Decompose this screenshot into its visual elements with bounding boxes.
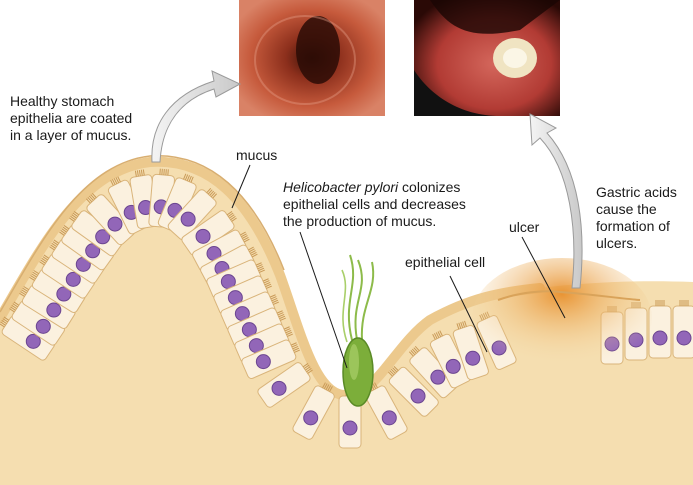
ulcer-label: ulcer — [509, 219, 540, 235]
microvilli — [262, 278, 272, 289]
microvilli — [0, 316, 10, 328]
microvilli — [432, 330, 443, 340]
epithelial-cell-layer — [0, 168, 693, 449]
microvilli — [69, 211, 80, 222]
pylori-description: colonizes epithelial cells and decreases… — [283, 179, 466, 229]
microvilli — [206, 188, 218, 199]
helicobacter-pylori-label: Helicobacter pylori colonizes epithelial… — [283, 179, 466, 230]
cell-nucleus — [271, 380, 287, 396]
cell-nucleus — [381, 410, 397, 426]
epithelial-cell-label: epithelial cell — [405, 254, 486, 270]
microvilli — [408, 346, 420, 357]
ulcer-crater — [472, 258, 652, 378]
cell-nucleus — [676, 330, 692, 346]
mucus-leader-line — [231, 164, 251, 209]
microvilli — [159, 168, 169, 176]
microvilli — [19, 286, 30, 297]
microvilli — [183, 173, 194, 183]
cell-nucleus — [85, 243, 101, 259]
microvilli — [110, 176, 121, 186]
arrow-to-ulcer-photo — [529, 113, 583, 289]
microvilli — [276, 310, 286, 321]
cell-nucleus — [465, 350, 481, 366]
ulcer-leader-line — [521, 236, 566, 319]
cell-nucleus — [180, 211, 196, 227]
microvilli — [679, 300, 689, 306]
pylori-species-name: Helicobacter pylori — [283, 179, 399, 195]
microvilli — [655, 300, 665, 306]
microvilli — [387, 365, 399, 377]
cell-nucleus — [342, 420, 358, 436]
microvilli — [255, 262, 265, 273]
gastric-acids-label: Gastric acids cause the formation of ulc… — [596, 184, 677, 251]
microvilli — [9, 301, 20, 313]
mucus-layer-edge — [0, 155, 285, 313]
arrow-to-healthy-photo — [151, 70, 242, 163]
microvilli — [29, 270, 40, 281]
cell-nucleus — [195, 228, 211, 244]
microvilli — [226, 211, 237, 222]
microvilli — [302, 363, 313, 374]
cell-nucleus — [95, 229, 111, 245]
ulcerated-stomach-photo — [414, 0, 560, 116]
healthy-epithelia-label: Healthy stomach epithelia are coated in … — [10, 93, 133, 143]
pylori-leader-line — [299, 231, 348, 369]
stomach-tissue — [0, 161, 693, 485]
cell-nucleus — [255, 354, 271, 370]
mucus-layer — [0, 156, 545, 401]
cell-nucleus — [445, 358, 461, 374]
microvilli — [248, 246, 258, 258]
microvilli — [134, 169, 145, 177]
microvilli — [59, 225, 70, 236]
helicobacter-pylori-bacterium — [341, 254, 375, 407]
cell-nucleus — [107, 216, 123, 232]
cell-nucleus — [25, 333, 41, 349]
cell-nucleus — [303, 410, 319, 426]
mucus-label: mucus — [236, 147, 278, 163]
cell-nucleus — [46, 302, 62, 318]
cell-nucleus — [56, 286, 72, 302]
cell-nucleus — [65, 271, 81, 287]
cell-nucleus — [430, 369, 446, 385]
epithelial-cell-leader-line — [449, 275, 488, 353]
healthy-stomach-photo — [239, 0, 385, 116]
cell-nucleus — [35, 318, 51, 334]
microvilli — [322, 382, 333, 392]
microvilli — [240, 231, 250, 243]
microvilli — [456, 320, 467, 330]
ulcer-edge — [497, 290, 641, 301]
microvilli — [283, 326, 293, 337]
microvilli — [39, 254, 50, 266]
microvilli — [269, 294, 279, 305]
microvilli — [85, 193, 97, 204]
cell-nucleus — [652, 330, 668, 346]
microvilli — [49, 239, 60, 251]
microvilli — [290, 342, 300, 353]
cell-nucleus — [410, 388, 426, 404]
